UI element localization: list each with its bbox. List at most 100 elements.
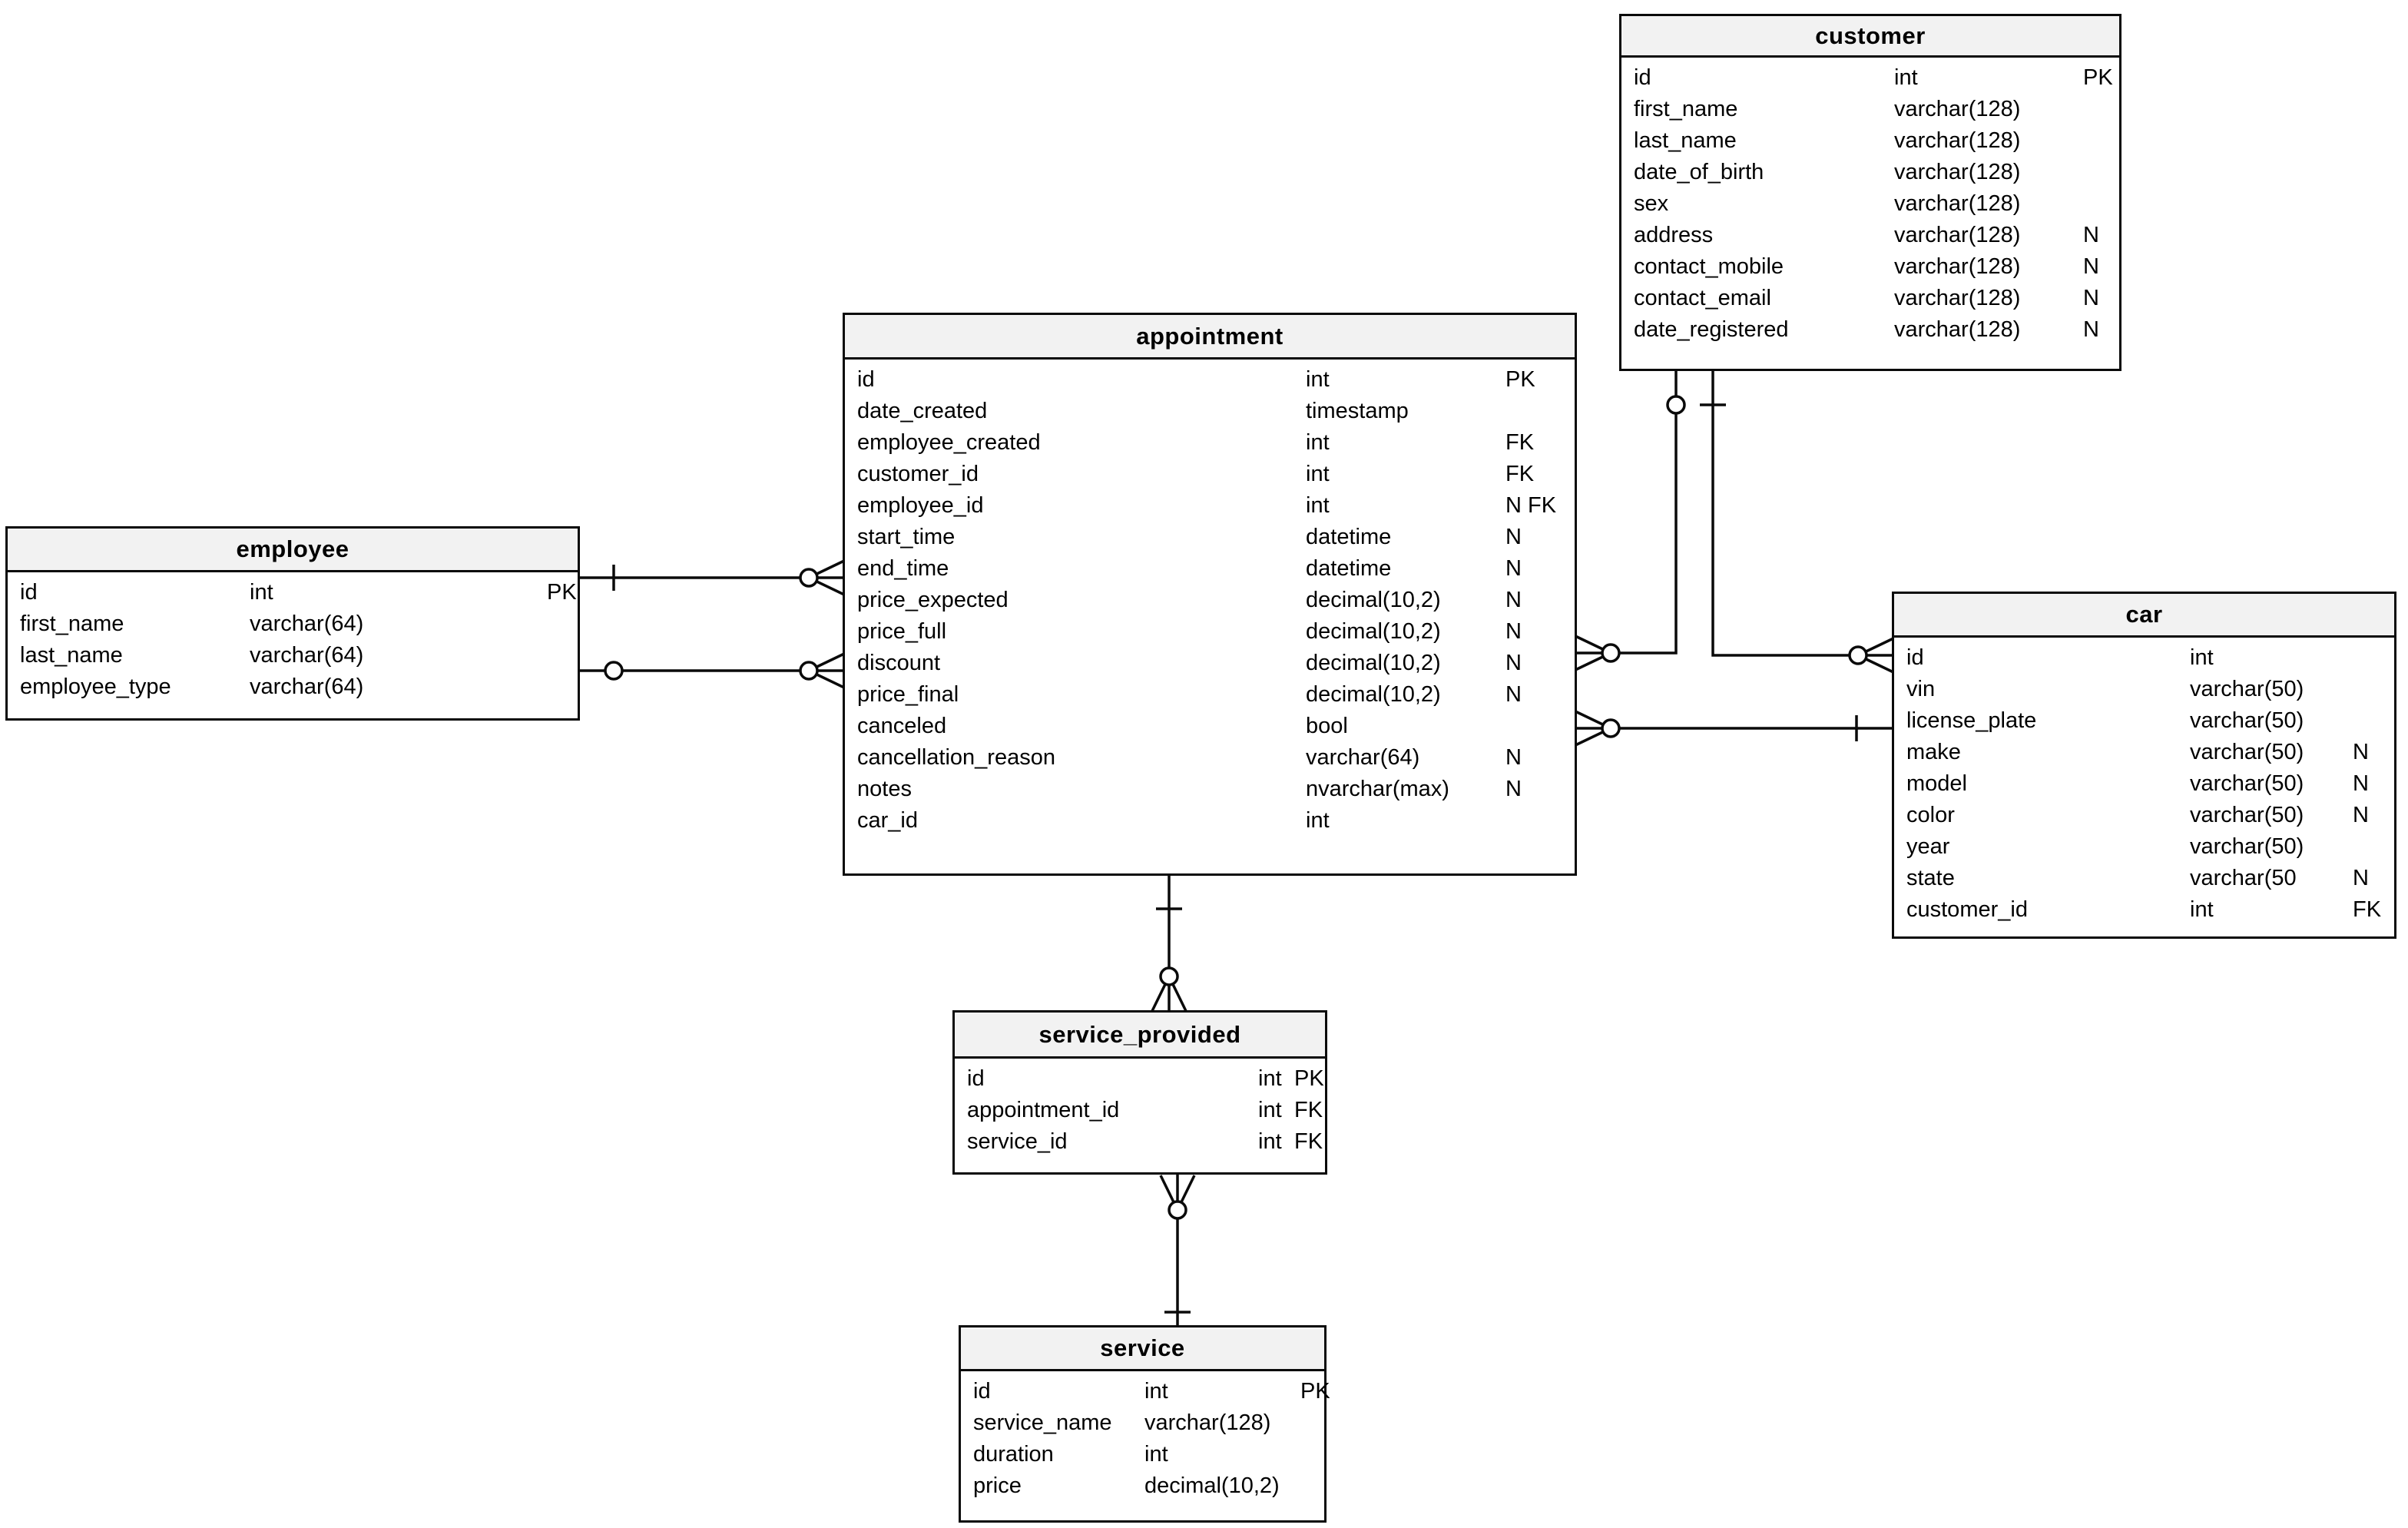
column-type: varchar(50 xyxy=(2190,866,2297,890)
column-type: int xyxy=(250,580,273,605)
column-type: datetime xyxy=(1306,556,1392,581)
relationship-customer-car xyxy=(1700,371,1894,674)
column-type: varchar(50) xyxy=(2190,740,2304,764)
column-name: price xyxy=(973,1473,1022,1498)
column-name: contact_email xyxy=(1634,286,1771,310)
column-name: color xyxy=(1906,803,1955,827)
column-name: model xyxy=(1906,771,1967,796)
column-type: varchar(50) xyxy=(2190,677,2304,701)
table-title: appointment xyxy=(845,315,1575,360)
column-name: car_id xyxy=(857,808,918,833)
table-title: car xyxy=(1894,594,2394,638)
column-type: int xyxy=(1306,462,1330,486)
column-type: int xyxy=(1306,367,1330,392)
column-name: contact_mobile xyxy=(1634,254,1784,279)
relationship-employee-appointment-assigned xyxy=(580,652,845,689)
column-row: id int PK xyxy=(8,577,578,608)
column-flags: N xyxy=(1505,619,1522,644)
column-type: nvarchar(max) xyxy=(1306,777,1449,801)
column-flags: FK xyxy=(2353,897,2382,922)
column-name: duration xyxy=(973,1442,1054,1467)
column-type: decimal(10,2) xyxy=(1306,682,1441,707)
table-title: customer xyxy=(1621,16,2119,58)
column-name: start_time xyxy=(857,525,956,549)
column-name: address xyxy=(1634,223,1714,247)
column-flags: PK xyxy=(547,580,577,605)
column-type: varchar(64) xyxy=(1306,745,1420,770)
column-type: varchar(128) xyxy=(1894,128,2021,153)
column-name: employee_id xyxy=(857,493,984,518)
column-type: decimal(10,2) xyxy=(1144,1473,1280,1498)
column-flags: N xyxy=(1505,525,1522,549)
column-name: year xyxy=(1906,834,1950,859)
column-type: int xyxy=(1894,65,1918,90)
column-flags: FK xyxy=(1505,462,1535,486)
column-name: id xyxy=(20,580,38,605)
column-type: varchar(64) xyxy=(250,675,364,699)
column-type: decimal(10,2) xyxy=(1306,619,1441,644)
column-flags: FK xyxy=(1294,1098,1323,1122)
column-name: date_created xyxy=(857,399,988,423)
column-flags: N FK xyxy=(1505,493,1557,518)
column-flags: N xyxy=(1505,588,1522,612)
column-flags: N xyxy=(2353,740,2369,764)
column-type: int xyxy=(2190,897,2214,922)
column-name: cancellation_reason xyxy=(857,745,1055,770)
column-flags: N xyxy=(2083,254,2099,279)
column-type: varchar(50) xyxy=(2190,834,2304,859)
zero-circle-marker xyxy=(1168,1200,1187,1220)
column-flags: PK xyxy=(2083,65,2113,90)
column-name: id xyxy=(967,1066,985,1091)
column-name: state xyxy=(1906,866,1955,890)
relationship-service-service-provided xyxy=(1159,1175,1196,1325)
column-row: contact_mobile varchar(128) N xyxy=(1621,251,2119,283)
column-type: varchar(128) xyxy=(1894,223,2021,247)
column-type: int xyxy=(1258,1098,1282,1122)
column-name: date_registered xyxy=(1634,317,1789,342)
column-flags: N xyxy=(2083,223,2099,247)
column-flags: N xyxy=(2353,771,2369,796)
column-type: int xyxy=(1306,493,1330,518)
zero-circle-marker xyxy=(1848,645,1868,665)
zero-circle-marker xyxy=(799,661,819,681)
column-type: varchar(128) xyxy=(1894,254,2021,279)
column-type: varchar(128) xyxy=(1894,97,2021,121)
column-name: price_full xyxy=(857,619,947,644)
column-type: varchar(50) xyxy=(2190,771,2304,796)
column-type: varchar(128) xyxy=(1894,191,2021,216)
column-name: id xyxy=(973,1379,991,1404)
column-type: int xyxy=(1306,430,1330,455)
relationship-appointment-service-provided xyxy=(1151,876,1187,1012)
column-row: employee_id int N FK xyxy=(845,490,1575,522)
column-type: varchar(128) xyxy=(1894,160,2021,184)
table-title: employee xyxy=(8,529,578,572)
column-type: varchar(128) xyxy=(1144,1410,1271,1435)
column-name: end_time xyxy=(857,556,949,581)
